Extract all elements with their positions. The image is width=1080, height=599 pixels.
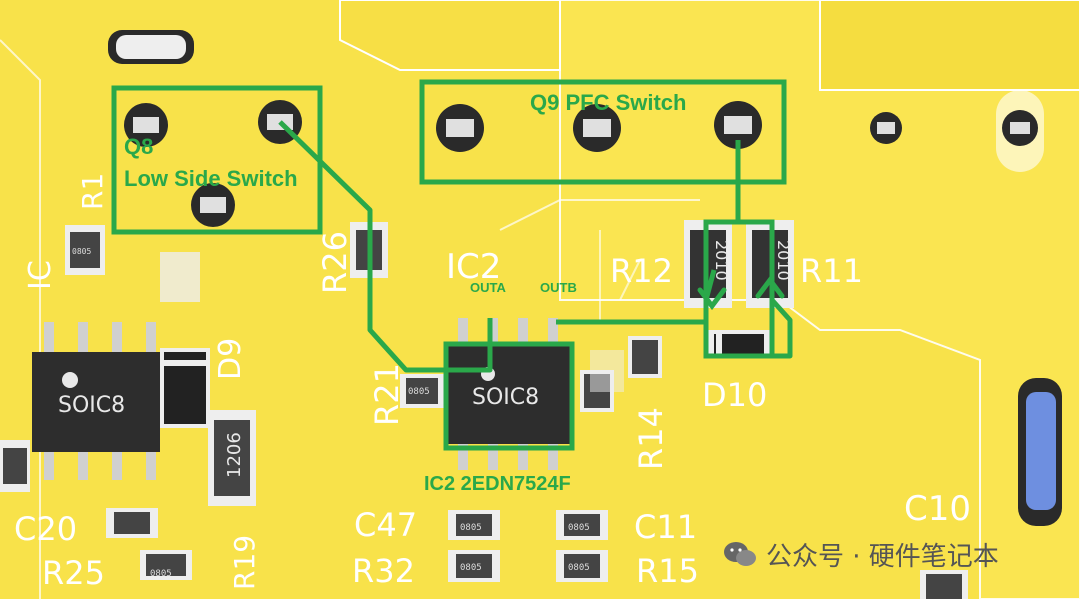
s-ic2-text: IC2 (446, 247, 501, 287)
outb-label: OUTB (540, 280, 577, 295)
left-soic8: SOIC8 (32, 322, 160, 480)
ic2-text-text: SOIC8 (472, 385, 539, 410)
s-r25-text: R25 (42, 554, 105, 592)
t2010a-text: 2010 (712, 240, 731, 281)
s-c11-text: C11 (634, 508, 697, 546)
t0805d-text: 0805 (460, 523, 482, 533)
t0805f-text: 0805 (460, 563, 482, 573)
q8-label: Q8 (124, 134, 153, 159)
s-r32-text: R32 (352, 552, 415, 590)
wechat-icon (724, 541, 756, 566)
s-r15-text: R15 (636, 552, 699, 590)
s-r12-text: R12 (610, 252, 673, 290)
s-r19-text: R19 (228, 535, 261, 590)
watermark: 公众号 · 硬件笔记本 (722, 536, 999, 573)
watermark-text: 公众号 · 硬件笔记本 (766, 542, 999, 572)
ic2-soic8: SOIC8 (448, 318, 572, 470)
t1206-text: 1206 (224, 432, 245, 478)
s-r14-text: R14 (632, 407, 670, 470)
s-r11-text: R11 (800, 252, 863, 290)
outa-label: OUTA (470, 280, 506, 295)
s-c47-text: C47 (354, 506, 417, 544)
t0805a-text: 0805 (72, 247, 91, 256)
s-r21-text: R21 (368, 363, 406, 426)
ic2-description: IC2 2EDN7524F (424, 473, 571, 495)
s-d10-text: D10 (702, 376, 767, 414)
s-d9-text: D9 (213, 338, 248, 380)
s-ic-text: IC (23, 260, 58, 290)
left-ic-text-text: SOIC8 (58, 393, 125, 418)
s-r1-text: R1 (76, 173, 109, 210)
t2010b-text: 2010 (774, 240, 793, 281)
s-r26-text: R26 (316, 231, 354, 294)
t0805g-text: 0805 (568, 563, 590, 573)
s-c10-text: C10 (904, 489, 971, 529)
t0805c-text: 0805 (408, 387, 430, 397)
q8-description: Low Side Switch (124, 166, 298, 191)
t0805e-text: 0805 (568, 523, 590, 533)
q9-label: Q9 PFC Switch (530, 90, 686, 115)
s-c20-text: C20 (14, 510, 77, 548)
t0805b-text: 0805 (150, 569, 172, 579)
